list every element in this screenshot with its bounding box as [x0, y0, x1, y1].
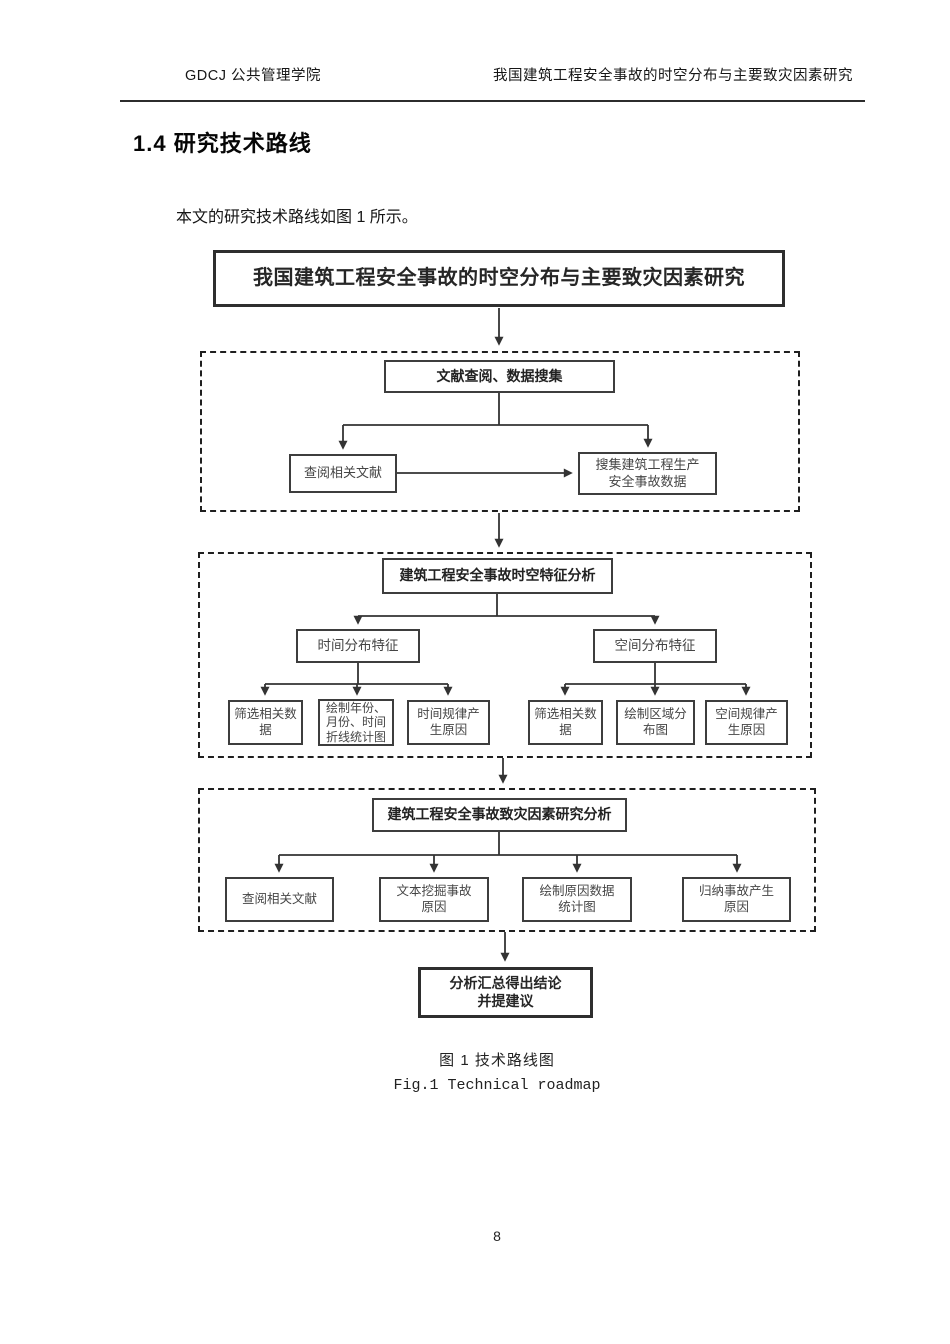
stage2-dashed-container — [198, 552, 812, 758]
figure-caption-zh: 图 1 技术路线图 — [439, 1052, 555, 1069]
page-number: 8 — [493, 1228, 501, 1244]
header-rule — [120, 100, 865, 102]
stage3-dashed-container — [198, 788, 816, 932]
flowchart-root-node: 我国建筑工程安全事故的时空分布与主要致灾因素研究 — [213, 250, 785, 307]
stage3-header-node: 建筑工程安全事故致灾因素研究分析 — [372, 798, 627, 832]
flowchart-connectors — [260, 308, 751, 962]
stage2-space-branch-node: 空间分布特征 — [593, 629, 717, 663]
stage1-node-literature: 查阅相关文献 — [289, 454, 397, 493]
stage2-space-child-causes: 空间规律产 生原因 — [705, 700, 788, 745]
intro-paragraph: 本文的研究技术路线如图 1 所示。 — [176, 209, 418, 226]
header-running-title: 我国建筑工程安全事故的时空分布与主要致灾因素研究 — [493, 68, 853, 84]
stage2-time-child-line-charts: 绘制年份、 月份、时间 折线统计图 — [318, 699, 394, 746]
stage1-header-node: 文献查阅、数据搜集 — [384, 360, 615, 393]
stage2-header-node: 建筑工程安全事故时空特征分析 — [382, 558, 613, 594]
section-title: 1.4 研究技术路线 — [133, 131, 312, 156]
stage1-dashed-container — [200, 351, 800, 512]
stage3-child-text-mining: 文本挖掘事故 原因 — [379, 877, 489, 922]
stage2-time-child-causes: 时间规律产 生原因 — [407, 700, 490, 745]
stage3-child-cause-charts: 绘制原因数据 统计图 — [522, 877, 632, 922]
stage2-time-branch-node: 时间分布特征 — [296, 629, 420, 663]
stage1-node-data-collection: 搜集建筑工程生产 安全事故数据 — [578, 452, 717, 495]
stage3-child-literature: 查阅相关文献 — [225, 877, 334, 922]
header-institution: GDCJ 公共管理学院 — [185, 68, 321, 84]
stage2-space-child-filter-data: 筛选相关数 据 — [528, 700, 603, 745]
figure-caption-en: Fig.1 Technical roadmap — [393, 1077, 601, 1094]
stage3-child-summarize-causes: 归纳事故产生 原因 — [682, 877, 791, 922]
stage2-space-child-region-map: 绘制区域分 布图 — [616, 700, 695, 745]
flowchart-conclusion-node: 分析汇总得出结论 并提建议 — [418, 967, 593, 1018]
stage2-time-child-filter-data: 筛选相关数 据 — [228, 700, 303, 745]
